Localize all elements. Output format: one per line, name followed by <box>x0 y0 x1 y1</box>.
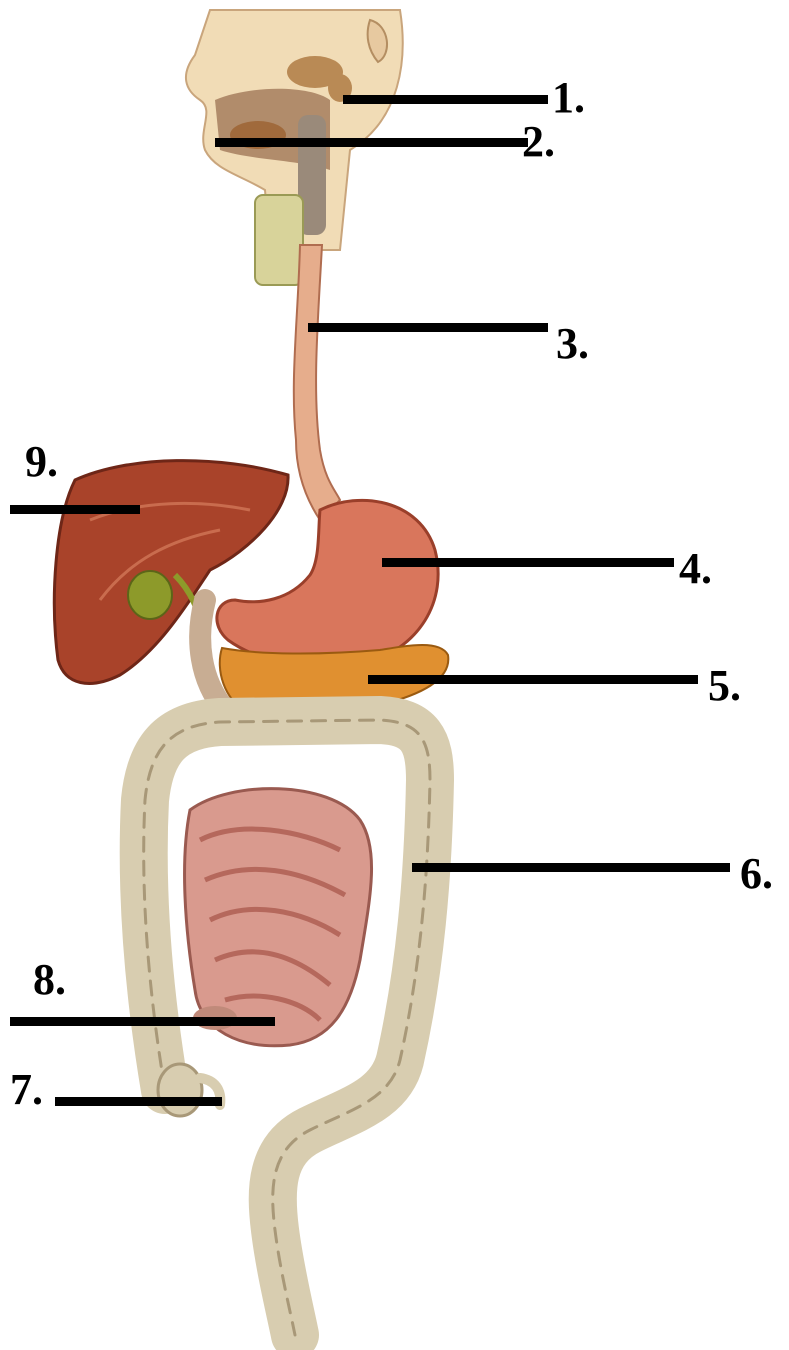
label-8-leader-line <box>10 1017 275 1026</box>
label-4: 4. <box>679 547 712 591</box>
label-8: 8. <box>33 958 66 1002</box>
label-6-leader-line <box>412 863 730 872</box>
label-2-leader-line <box>215 138 528 147</box>
label-7: 7. <box>10 1068 43 1112</box>
label-6: 6. <box>740 852 773 896</box>
label-4-leader-line <box>382 558 674 567</box>
label-5-leader-line <box>368 675 698 684</box>
head-illustration <box>186 10 403 285</box>
label-3: 3. <box>556 322 589 366</box>
label-9: 9. <box>25 440 58 484</box>
label-2: 2. <box>522 120 555 164</box>
label-1: 1. <box>552 76 585 120</box>
label-3-leader-line <box>308 323 548 332</box>
label-9-leader-line <box>10 505 140 514</box>
small-intestine-illustration <box>185 789 372 1046</box>
label-1-leader-line <box>343 95 548 104</box>
label-7-leader-line <box>55 1097 222 1106</box>
esophagus-illustration <box>294 245 340 520</box>
label-5: 5. <box>708 664 741 708</box>
